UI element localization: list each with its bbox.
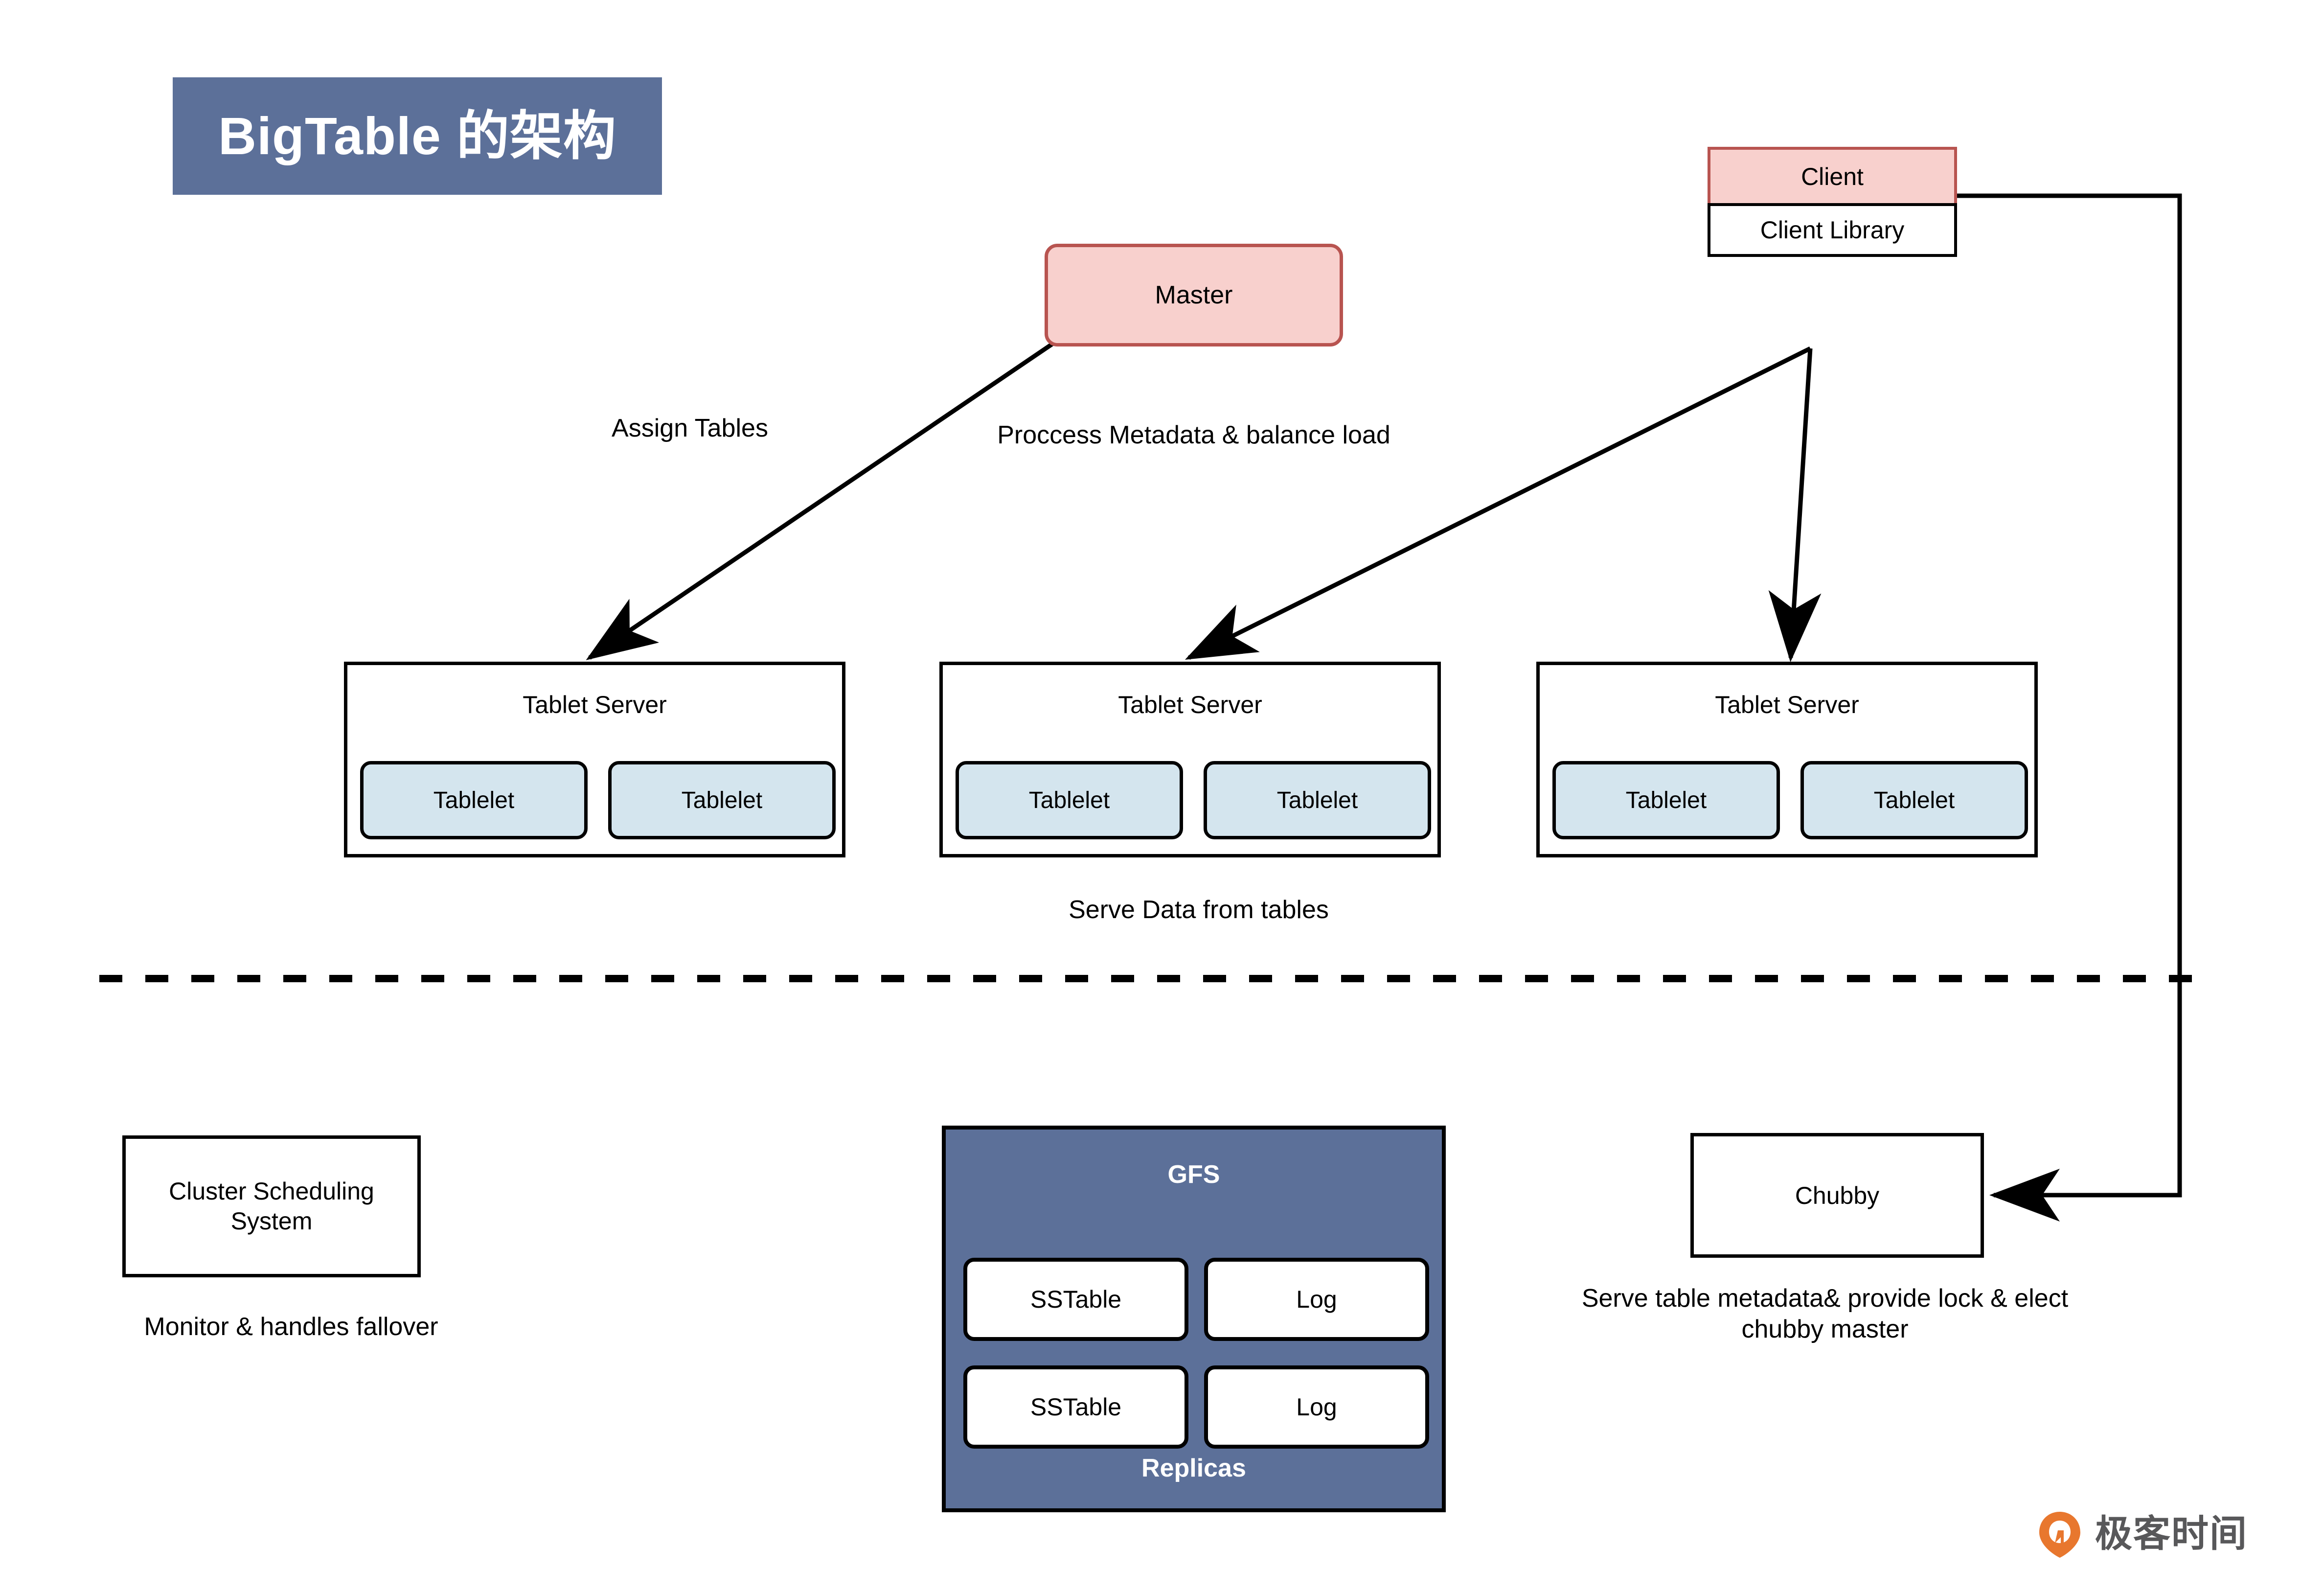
tablelet-label: Tablelet	[1028, 787, 1110, 813]
gfs-sstable-1[interactable]: SSTable	[963, 1258, 1188, 1341]
cluster-scheduling-label: Cluster Scheduling System	[169, 1177, 374, 1235]
page-title: BigTable 的架构	[173, 77, 662, 195]
chubby-label: Chubby	[1795, 1181, 1880, 1209]
client-library-node[interactable]: Client Library	[1708, 203, 1957, 257]
tablet-server-1[interactable]: Tablet Server Tablelet Tablelet	[344, 662, 845, 857]
edge-label-assign-tables: Assign Tables	[612, 414, 768, 442]
brand-logo: 极客时间	[2035, 1505, 2280, 1564]
edge-label-serve-data: Serve Data from tables	[1069, 896, 1329, 924]
master-label: Master	[1155, 281, 1233, 309]
gfs-title: GFS	[1167, 1160, 1220, 1189]
chubby-node[interactable]: Chubby	[1690, 1133, 1984, 1258]
tablelet-label: Tablelet	[1276, 787, 1358, 813]
tablelet-row-2: Tablelet Tablelet	[956, 761, 1431, 839]
chubby-caption: Serve table metadata& provide lock & ele…	[1581, 1284, 2069, 1344]
gfs-log-2[interactable]: Log	[1204, 1365, 1429, 1449]
tablet-server-1-label: Tablet Server	[523, 691, 667, 718]
gfs-replicas-label: Replicas	[1141, 1454, 1246, 1482]
gfs-cell-label: Log	[1296, 1286, 1337, 1313]
brand-logo-text: 极客时间	[2095, 1513, 2248, 1555]
tablelet-row-3: Tablelet Tablelet	[1552, 761, 2028, 839]
cluster-scheduling-node[interactable]: Cluster Scheduling System	[122, 1135, 421, 1277]
geekbang-pin-icon	[2039, 1512, 2080, 1558]
client-node[interactable]: Client	[1708, 147, 1957, 203]
gfs-sstable-2[interactable]: SSTable	[963, 1365, 1188, 1449]
tablelet-label: Tablelet	[1625, 787, 1707, 813]
tablet-server-3-label: Tablet Server	[1715, 691, 1859, 718]
tablelet-row-1: Tablelet Tablelet	[360, 761, 836, 839]
gfs-cell-label: SSTable	[1030, 1286, 1122, 1313]
gfs-log-1[interactable]: Log	[1204, 1258, 1429, 1341]
tablelet[interactable]: Tablelet	[1204, 761, 1431, 839]
edge-client-to-tablet-server-3	[1768, 348, 1822, 662]
master-caption: Proccess Metadata & balance load	[997, 421, 1390, 449]
layer-divider	[99, 975, 2203, 982]
tablelet[interactable]: Tablelet	[360, 761, 588, 839]
gfs-cell-label: Log	[1296, 1393, 1337, 1421]
tablelet-label: Tablelet	[433, 787, 515, 813]
tablet-server-2-label: Tablet Server	[1118, 691, 1262, 718]
client-library-label: Client Library	[1760, 216, 1905, 244]
tablelet-label: Tablelet	[681, 787, 763, 813]
gfs-cell-label: SSTable	[1030, 1393, 1122, 1421]
tablelet-label: Tablelet	[1873, 787, 1955, 813]
gfs-node[interactable]: GFS SSTable Log SSTable Log Replicas	[942, 1126, 1446, 1512]
master-node[interactable]: Master	[1045, 244, 1343, 346]
edge-client-to-tablet-server-2	[1185, 346, 1812, 660]
gfs-grid: SSTable Log SSTable Log	[963, 1258, 1429, 1449]
tablet-server-2[interactable]: Tablet Server Tablelet Tablelet	[939, 662, 1441, 857]
tablelet[interactable]: Tablelet	[956, 761, 1183, 839]
tablelet[interactable]: Tablelet	[1800, 761, 2028, 839]
cluster-scheduling-caption: Monitor & handles fallover	[144, 1313, 438, 1341]
client-label: Client	[1801, 162, 1864, 190]
tablelet[interactable]: Tablelet	[608, 761, 836, 839]
page-title-text: BigTable 的架构	[218, 106, 617, 165]
tablet-server-3[interactable]: Tablet Server Tablelet Tablelet	[1536, 662, 2038, 857]
edge-master-to-tablet-server-1	[586, 341, 1056, 661]
tablelet[interactable]: Tablelet	[1552, 761, 1780, 839]
